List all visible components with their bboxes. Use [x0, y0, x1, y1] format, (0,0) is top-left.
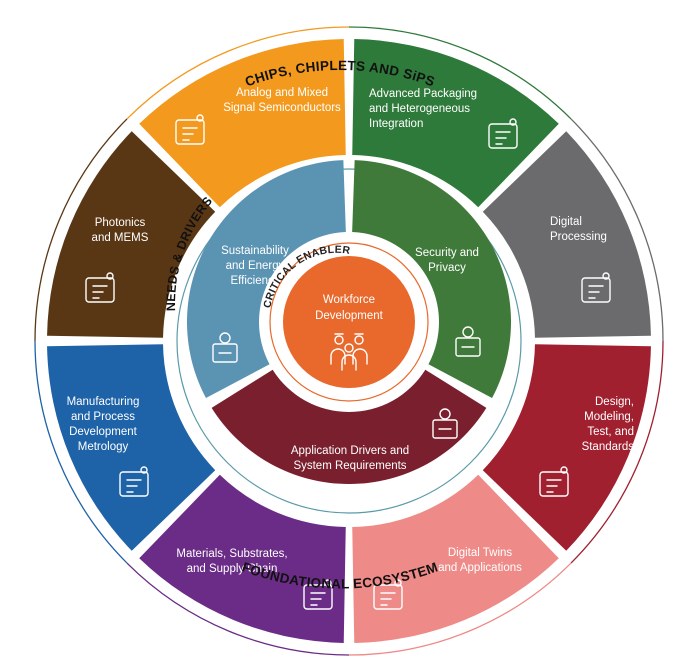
outer-ring-arc-twins [348, 562, 572, 656]
outer-ring-arc-analog [126, 26, 350, 120]
gear-monitor-icon [539, 466, 569, 497]
segment-twins: Digital Twins and Applications [352, 474, 559, 643]
segment-digital-shape [482, 131, 651, 338]
segment-design-shape [482, 344, 651, 551]
segment-manufacturing: Manufacturing and ProcessDevelopmentMetro… [47, 344, 216, 551]
segment-design-label: Modeling, [584, 411, 634, 423]
segment-manufacturing-label: Metrology [78, 441, 129, 453]
outer-ring-arc-materials [126, 562, 350, 656]
segment-photonics: Photonics and MEMS [47, 131, 216, 338]
lab-flask-icon [303, 579, 333, 610]
center-label-2: Development [315, 310, 384, 322]
segment-twins-shape [352, 474, 559, 643]
outer-ring-arc-digital [570, 118, 664, 342]
segment-materials-shape [139, 474, 346, 643]
segment-materials-label: Materials, Substrates, [176, 548, 287, 560]
segment-manufacturing-label: and Process [71, 411, 135, 423]
outer-ring-arc-packaging [348, 26, 572, 120]
segment-analog-label: Signal Semiconductors [223, 102, 341, 114]
inner-ring-line [269, 242, 429, 402]
segment-manufacturing-label: Development [69, 426, 138, 438]
segment-digital-label: Digital [550, 216, 582, 228]
segment-design-label: Standards [582, 441, 635, 453]
segment-packaging-label: Advanced Packaging [369, 88, 477, 100]
inner-segment-sustainability-label: Sustainability [221, 245, 289, 257]
workforce-center [283, 256, 415, 388]
metrology-chart-icon [119, 466, 149, 497]
outer-ring-arc-design [570, 340, 664, 564]
segment-analog-label: Analog and Mixed [236, 87, 328, 99]
segment-manufacturing-label: Manufacturing [67, 396, 140, 408]
middle-ring-line [176, 168, 522, 514]
inner-segment-application-shape [211, 369, 487, 484]
center-label-1: Workforce [323, 294, 375, 306]
inner-segment-sustainability-shape [186, 160, 346, 399]
inner-segment-application-label: Application Drivers and [291, 445, 409, 457]
light-beam-icon [85, 272, 115, 303]
inner-segment-security-label: Privacy [428, 262, 466, 274]
recycle-building-icon [212, 332, 238, 363]
segment-packaging-shape [352, 39, 559, 208]
outer-ring-arc-manufacturing [34, 340, 128, 564]
inner-segment-application-label: System Requirements [293, 460, 406, 472]
inner-segment-sustainability-label: Efficiency [230, 275, 279, 287]
segment-packaging-label: and Heterogeneous [369, 103, 470, 115]
outer-ring-arc-photonics [34, 118, 128, 342]
segment-materials-label: and Supply Chain [187, 563, 278, 575]
segment-packaging-label: Integration [369, 118, 423, 130]
segment-twins-label: Digital Twins [448, 547, 513, 559]
segment-photonics-label: Photonics [95, 217, 146, 229]
segment-twins-label: and Applications [438, 562, 522, 574]
brain-head-icon [175, 114, 205, 145]
inner-segment-sustainability-label: and Energy [226, 260, 285, 272]
circuit-chip-icon [488, 118, 518, 149]
binary-arrows-icon [581, 272, 611, 303]
segment-materials: Materials, Substrates, and Supply Chain [139, 474, 346, 643]
people-group-icon [330, 333, 368, 371]
padlock-circuit-icon [455, 326, 481, 357]
segment-manufacturing-shape [47, 344, 216, 551]
outer-ring-line [34, 26, 664, 656]
inner-segment-security-label: Security and [415, 247, 479, 259]
segment-design-label: Design, [595, 396, 634, 408]
segment-analog-shape [139, 39, 346, 208]
segment-photonics-shape [47, 131, 216, 338]
segment-design-label: Test, and [587, 426, 634, 438]
laptop-gear-icon [432, 408, 458, 439]
cube-network-icon [373, 579, 403, 610]
segment-digital-label: Processing [550, 231, 607, 243]
segment-photonics-label: and MEMS [92, 232, 149, 244]
segment-packaging: Advanced Packaging and HeterogeneousInteg… [352, 39, 559, 208]
